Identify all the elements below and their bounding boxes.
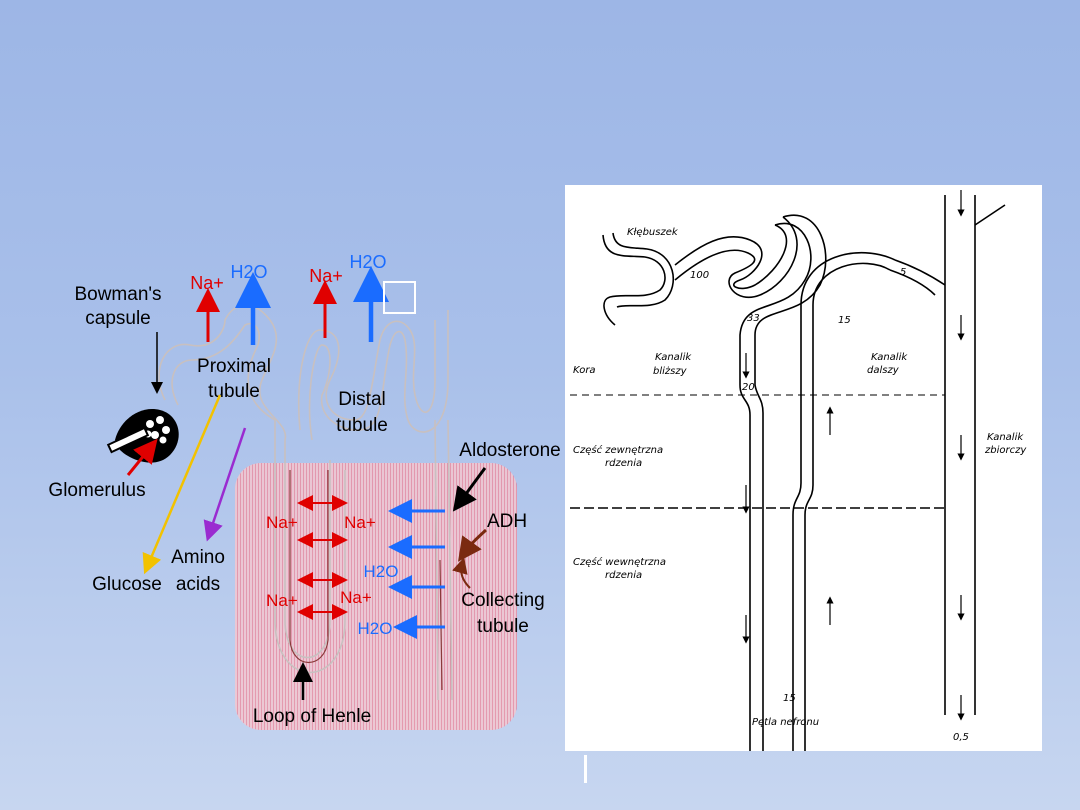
value-0-5: 0,5: [953, 732, 969, 743]
kanalik-blizszy-label: Kanalik: [655, 352, 692, 363]
glomerulus-label: Glomerulus: [48, 480, 145, 501]
adh-pointer: [458, 528, 488, 562]
svg-text:Na+: Na+: [340, 588, 372, 607]
value-15-loop: 15: [783, 693, 796, 704]
na-top-proximal: Na+: [190, 273, 224, 293]
amino-acids-arrow: [203, 427, 247, 542]
nephrion-transport-diagram: Bowman's capsule Glomerulus Proximal tub…: [48, 252, 561, 730]
glomerulus-pointer: [126, 438, 158, 476]
distal-tubule-label: Distal: [338, 389, 386, 410]
svg-text:Na+: Na+: [344, 513, 376, 532]
klebuszek-shape: [602, 214, 946, 810]
text-cursor-bar: [584, 755, 587, 783]
kanalik-dalszy-label-2: dalszy: [867, 365, 900, 376]
distal-tubule-label-2: tubule: [336, 415, 388, 436]
flow-arrows: [742, 190, 965, 721]
value-33: 33: [747, 313, 760, 324]
value-15-distal: 15: [838, 315, 851, 326]
amino-acids-label-2: acids: [176, 574, 220, 595]
nephron-scheme: Kłębuszek Kora Kanalik bliższy Kanalik d…: [570, 190, 1027, 810]
kanalik-dalszy-label: Kanalik: [871, 352, 908, 363]
collecting-duct-arrows: H2O H2O: [358, 499, 445, 639]
czesc-wewnetrzna-label: Część wewnętrzna: [573, 556, 666, 568]
aldosterone-label: Aldosterone: [459, 440, 560, 461]
h2o-top-proximal: H2O: [230, 262, 267, 282]
nephron-scheme-panel: Kłębuszek Kora Kanalik bliższy Kanalik d…: [565, 185, 1042, 810]
bowmans-capsule-label-2: capsule: [85, 308, 151, 329]
svg-text:H2O: H2O: [364, 562, 399, 581]
h2o-top-distal: H2O: [349, 252, 386, 272]
kanalik-zbiorczy-shape: [944, 195, 1006, 715]
collecting-pointer: [452, 557, 471, 589]
loop-of-henle-label: Loop of Henle: [253, 706, 371, 727]
amino-acids-label: Amino: [171, 547, 225, 568]
value-5: 5: [900, 267, 906, 278]
collecting-tubule-label-2: tubule: [477, 616, 529, 637]
na-top-distal: Na+: [309, 266, 343, 286]
glucose-label: Glucose: [92, 574, 162, 595]
aldosterone-pointer: [452, 467, 487, 512]
svg-text:H2O: H2O: [358, 619, 393, 638]
czesc-zewnetrzna-label-2: rdzenia: [605, 458, 642, 469]
kanalik-zbiorczy-label: Kanalik: [987, 432, 1024, 443]
kanalik-blizszy-label-2: bliższy: [653, 366, 688, 377]
klebuszek-label: Kłębuszek: [627, 227, 679, 238]
proximal-tubule-label-2: tubule: [208, 381, 260, 402]
adh-label: ADH: [487, 511, 527, 532]
value-100: 100: [690, 270, 709, 281]
kora-label: Kora: [573, 365, 596, 376]
svg-text:Na+: Na+: [266, 513, 298, 532]
petla-nefronu-label: Pętla nefronu: [752, 717, 819, 728]
medulla-na-exchange: Na+ Na+ Na+ Na+: [266, 495, 376, 620]
collecting-tubule-label: Collecting: [461, 590, 544, 611]
kanalik-zbiorczy-label-2: zbiorczy: [984, 445, 1027, 456]
glucose-arrow: [142, 394, 222, 575]
glomerulus-shape: [106, 409, 179, 463]
proximal-tubule-label: Proximal: [197, 356, 271, 377]
svg-text:Na+: Na+: [266, 591, 298, 610]
czesc-wewnetrzna-label-2: rdzenia: [605, 570, 642, 581]
czesc-zewnetrzna-label: Część zewnętrzna: [573, 444, 663, 456]
value-20: 20: [742, 382, 755, 393]
bowmans-capsule-label: Bowman's: [74, 284, 161, 305]
white-square-marker: [383, 281, 416, 314]
